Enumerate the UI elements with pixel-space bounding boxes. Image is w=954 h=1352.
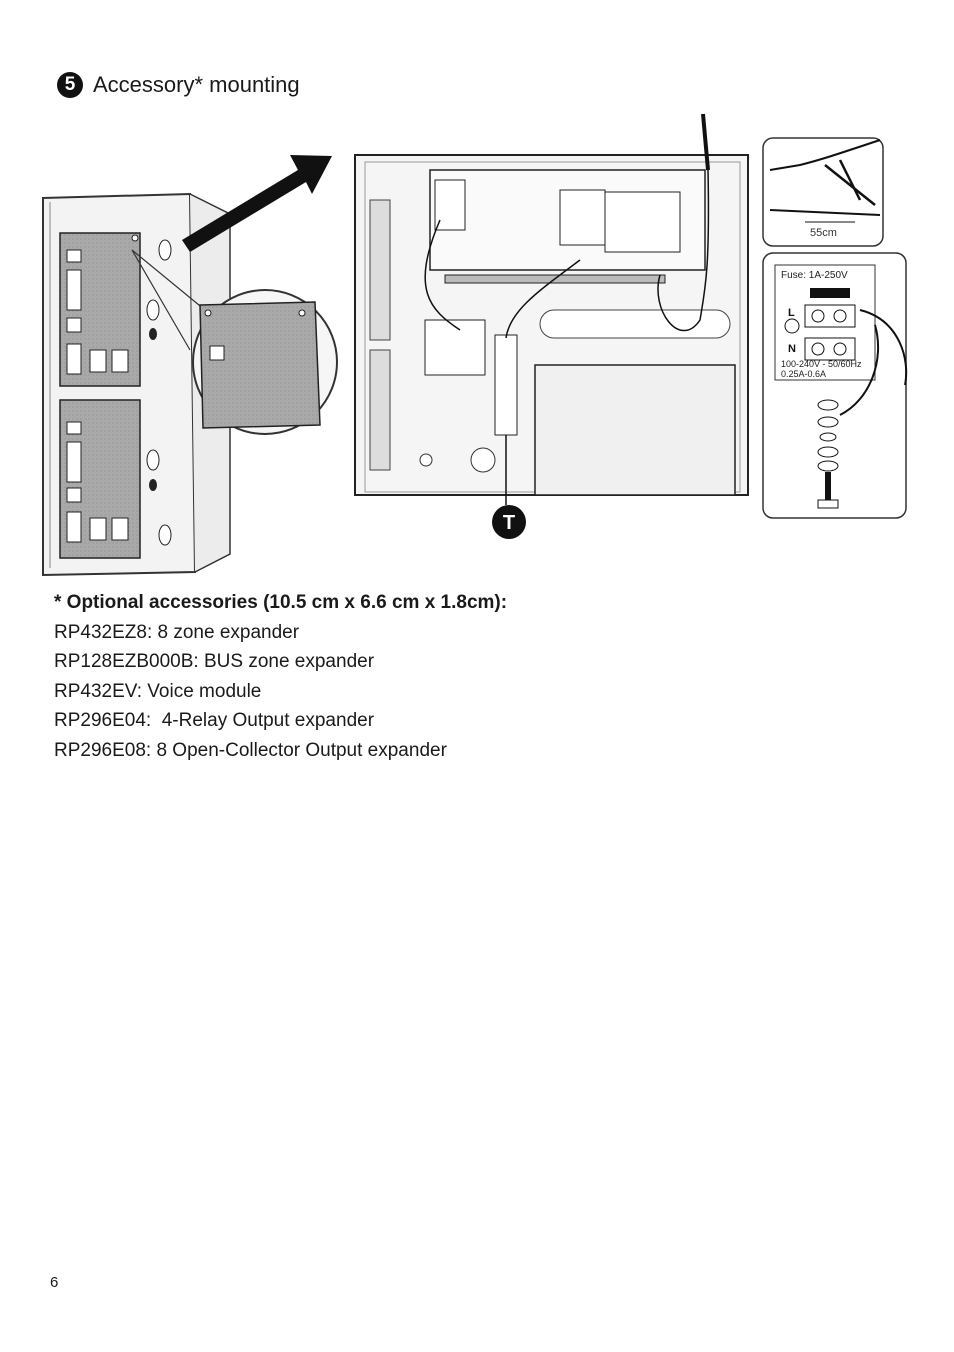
supply-voltage-label: 100-240V - 50/60Hz (781, 359, 862, 369)
accessory-item: RP432EV: Voice module (54, 680, 262, 702)
cabinet-side-view (42, 192, 231, 577)
supply-current-label: 0.25A-0.6A (781, 369, 826, 379)
optional-accessories-notes: * Optional accessories (10.5 cm x 6.6 cm… (54, 588, 507, 765)
notes-title: * Optional accessories (10.5 cm x 6.6 cm… (54, 592, 508, 613)
tamper-marker: T (492, 505, 526, 539)
mains-terminal-detail: Fuse: 1A-250V L N 100-240V - 50/60Hz 0.2… (762, 252, 908, 519)
step-number-badge: 5 (57, 72, 83, 98)
section-heading: 5 Accessory* mounting (57, 72, 300, 98)
page-number: 6 (50, 1274, 59, 1291)
control-panel-cabinet (354, 113, 749, 505)
accessory-mounting-diagram: T 55cm Fuse: 1A-250V L N 1 (42, 113, 908, 577)
cable-cut-detail: 55cm (762, 137, 884, 247)
accessory-item: RP432EZ8: 8 zone expander (54, 621, 300, 643)
detail-magnifier (131, 249, 338, 435)
accessory-item: RP128EZB000B: BUS zone expander (54, 651, 375, 672)
accessory-item: RP296E04: 4-Relay Output expander (54, 710, 375, 731)
expander-board-top (59, 232, 141, 387)
tamper-marker-label: T (503, 512, 515, 534)
fuse-label: Fuse: 1A-250V (781, 270, 848, 281)
terminal-l-label: L (788, 307, 795, 319)
terminal-n-label: N (788, 343, 796, 355)
accessory-item: RP296E08: 8 Open-Collector Output expand… (54, 739, 447, 761)
section-title: Accessory* mounting (93, 72, 300, 97)
cable-length-label: 55cm (810, 227, 837, 239)
expander-board-bottom (59, 399, 141, 559)
direction-arrow (182, 155, 332, 252)
